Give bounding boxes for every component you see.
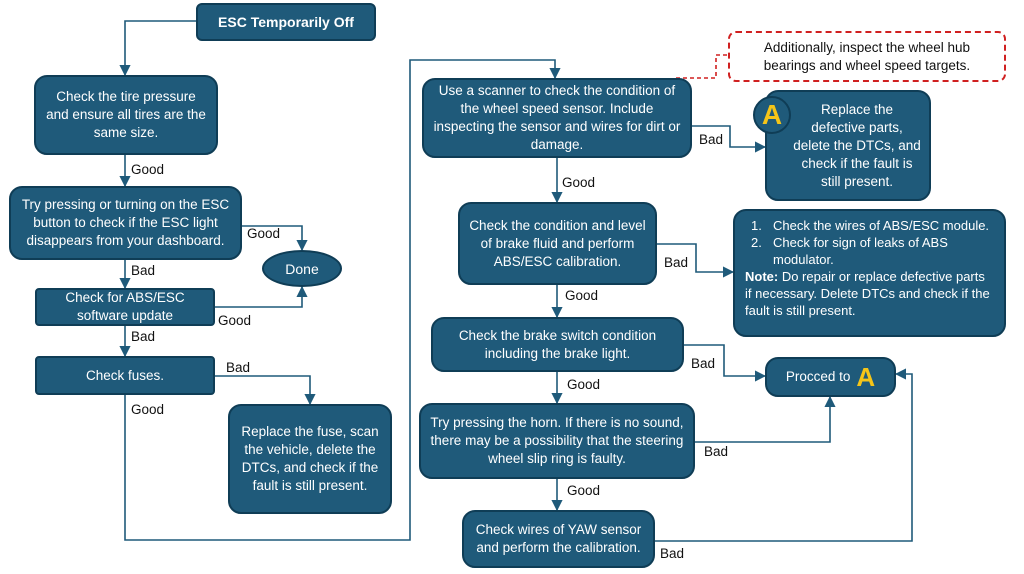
arrow-scanner-to-replace-parts (692, 125, 767, 153)
horn-check-text: Try pressing the horn. If there is no so… (430, 415, 684, 466)
connector-a-letter: A (761, 99, 783, 130)
edge-label-bad: Bad (704, 444, 729, 459)
edge-label-bad: Bad (660, 546, 685, 561)
callout-leader (676, 54, 728, 79)
start-label: ESC Temporarily Off (218, 14, 354, 30)
edge-label-good: Good (131, 162, 165, 177)
arrow-brake-fluid-to-abs-note (657, 243, 735, 278)
edge-label-good: Good (247, 226, 281, 241)
edge-label-good: Good (567, 483, 601, 498)
check-tire-pressure-text: Check the tire pressure and ensure all t… (46, 89, 206, 140)
arrow-fuses-to-scanner (124, 59, 561, 541)
replace-parts-node: Replace the defective parts, delete the … (765, 90, 931, 201)
wheel-hub-callout: Additionally, inspect the wheel hub bear… (728, 31, 1006, 82)
abs-note-node: 1. Check the wires of ABS/ESC module. 2.… (733, 209, 1006, 337)
replace-parts-text: Replace the defective parts, delete the … (793, 101, 921, 189)
replace-fuse-text: Replace the fuse, scan the vehicle, dele… (241, 424, 379, 493)
brake-fluid-text: Check the condition and level of brake f… (469, 217, 646, 269)
abs-note-item-2: 2. Check for sign of leaks of ABS modula… (751, 235, 948, 267)
esc-button-text: Try pressing or turning on the ESC butto… (21, 197, 230, 248)
software-update-text: Check for ABS/ESC software update (65, 290, 185, 323)
done-label: Done (285, 260, 319, 277)
replace-fuse-node: Replace the fuse, scan the vehicle, dele… (228, 404, 392, 514)
yaw-sensor-text: Check wires of YAW sensor and perform th… (475, 522, 642, 555)
start-node: ESC Temporarily Off (196, 3, 376, 41)
check-fuses-text: Check fuses. (85, 367, 165, 383)
abs-note-text: Do repair or replace defective parts if … (745, 269, 990, 318)
software-update-node: Check for ABS/ESC software update (35, 288, 215, 326)
proceed-connector-letter: A (856, 362, 876, 392)
edge-label-good: Good (567, 377, 601, 392)
abs-note-remark: Note: Do repair or replace defective par… (745, 268, 994, 319)
edge-label-bad: Bad (131, 263, 156, 278)
edge-label-bad: Bad (691, 356, 716, 371)
arrow-fuses-to-replace-fuse (214, 375, 316, 406)
done-node: Done (262, 250, 342, 287)
edge-label-bad: Bad (699, 132, 724, 147)
abs-note-label: Note: (745, 269, 779, 284)
edge-label-good: Good (565, 288, 599, 303)
edge-label-good: Good (131, 402, 165, 417)
edge-label-good: Good (218, 313, 252, 328)
arrow-brake-switch-to-proceed (684, 344, 767, 382)
wheel-hub-callout-text: Additionally, inspect the wheel hub bear… (763, 39, 971, 73)
yaw-sensor-node: Check wires of YAW sensor and perform th… (462, 510, 655, 568)
check-fuses-node: Check fuses. (35, 356, 215, 395)
arrow-start-to-tire (119, 20, 196, 77)
scanner-check-text: Use a scanner to check the condition of … (433, 83, 681, 152)
arrow-horn-to-proceed (695, 395, 836, 443)
check-tire-pressure-node: Check the tire pressure and ensure all t… (34, 75, 218, 155)
scanner-check-node: Use a scanner to check the condition of … (422, 78, 692, 158)
connector-a-badge: A (753, 96, 791, 134)
edge-label-bad: Bad (226, 360, 251, 375)
brake-switch-node: Check the brake switch condition includi… (431, 317, 684, 372)
edge-label-bad: Bad (664, 255, 689, 270)
proceed-to-text: Procced to (785, 369, 851, 384)
abs-note-item-1: 1. Check the wires of ABS/ESC module. (751, 218, 990, 233)
brake-switch-text: Check the brake switch condition includi… (458, 327, 657, 361)
horn-check-node: Try pressing the horn. If there is no so… (419, 403, 695, 479)
proceed-to-a-node: Procced to A (765, 357, 896, 397)
edge-label-good: Good (562, 175, 596, 190)
edge-label-bad: Bad (131, 329, 156, 344)
arrow-esc-to-done (242, 225, 308, 252)
brake-fluid-node: Check the condition and level of brake f… (458, 202, 657, 285)
esc-button-node: Try pressing or turning on the ESC butto… (9, 186, 242, 260)
arrow-yaw-to-proceed (655, 368, 913, 542)
arrow-software-to-done (214, 285, 308, 308)
